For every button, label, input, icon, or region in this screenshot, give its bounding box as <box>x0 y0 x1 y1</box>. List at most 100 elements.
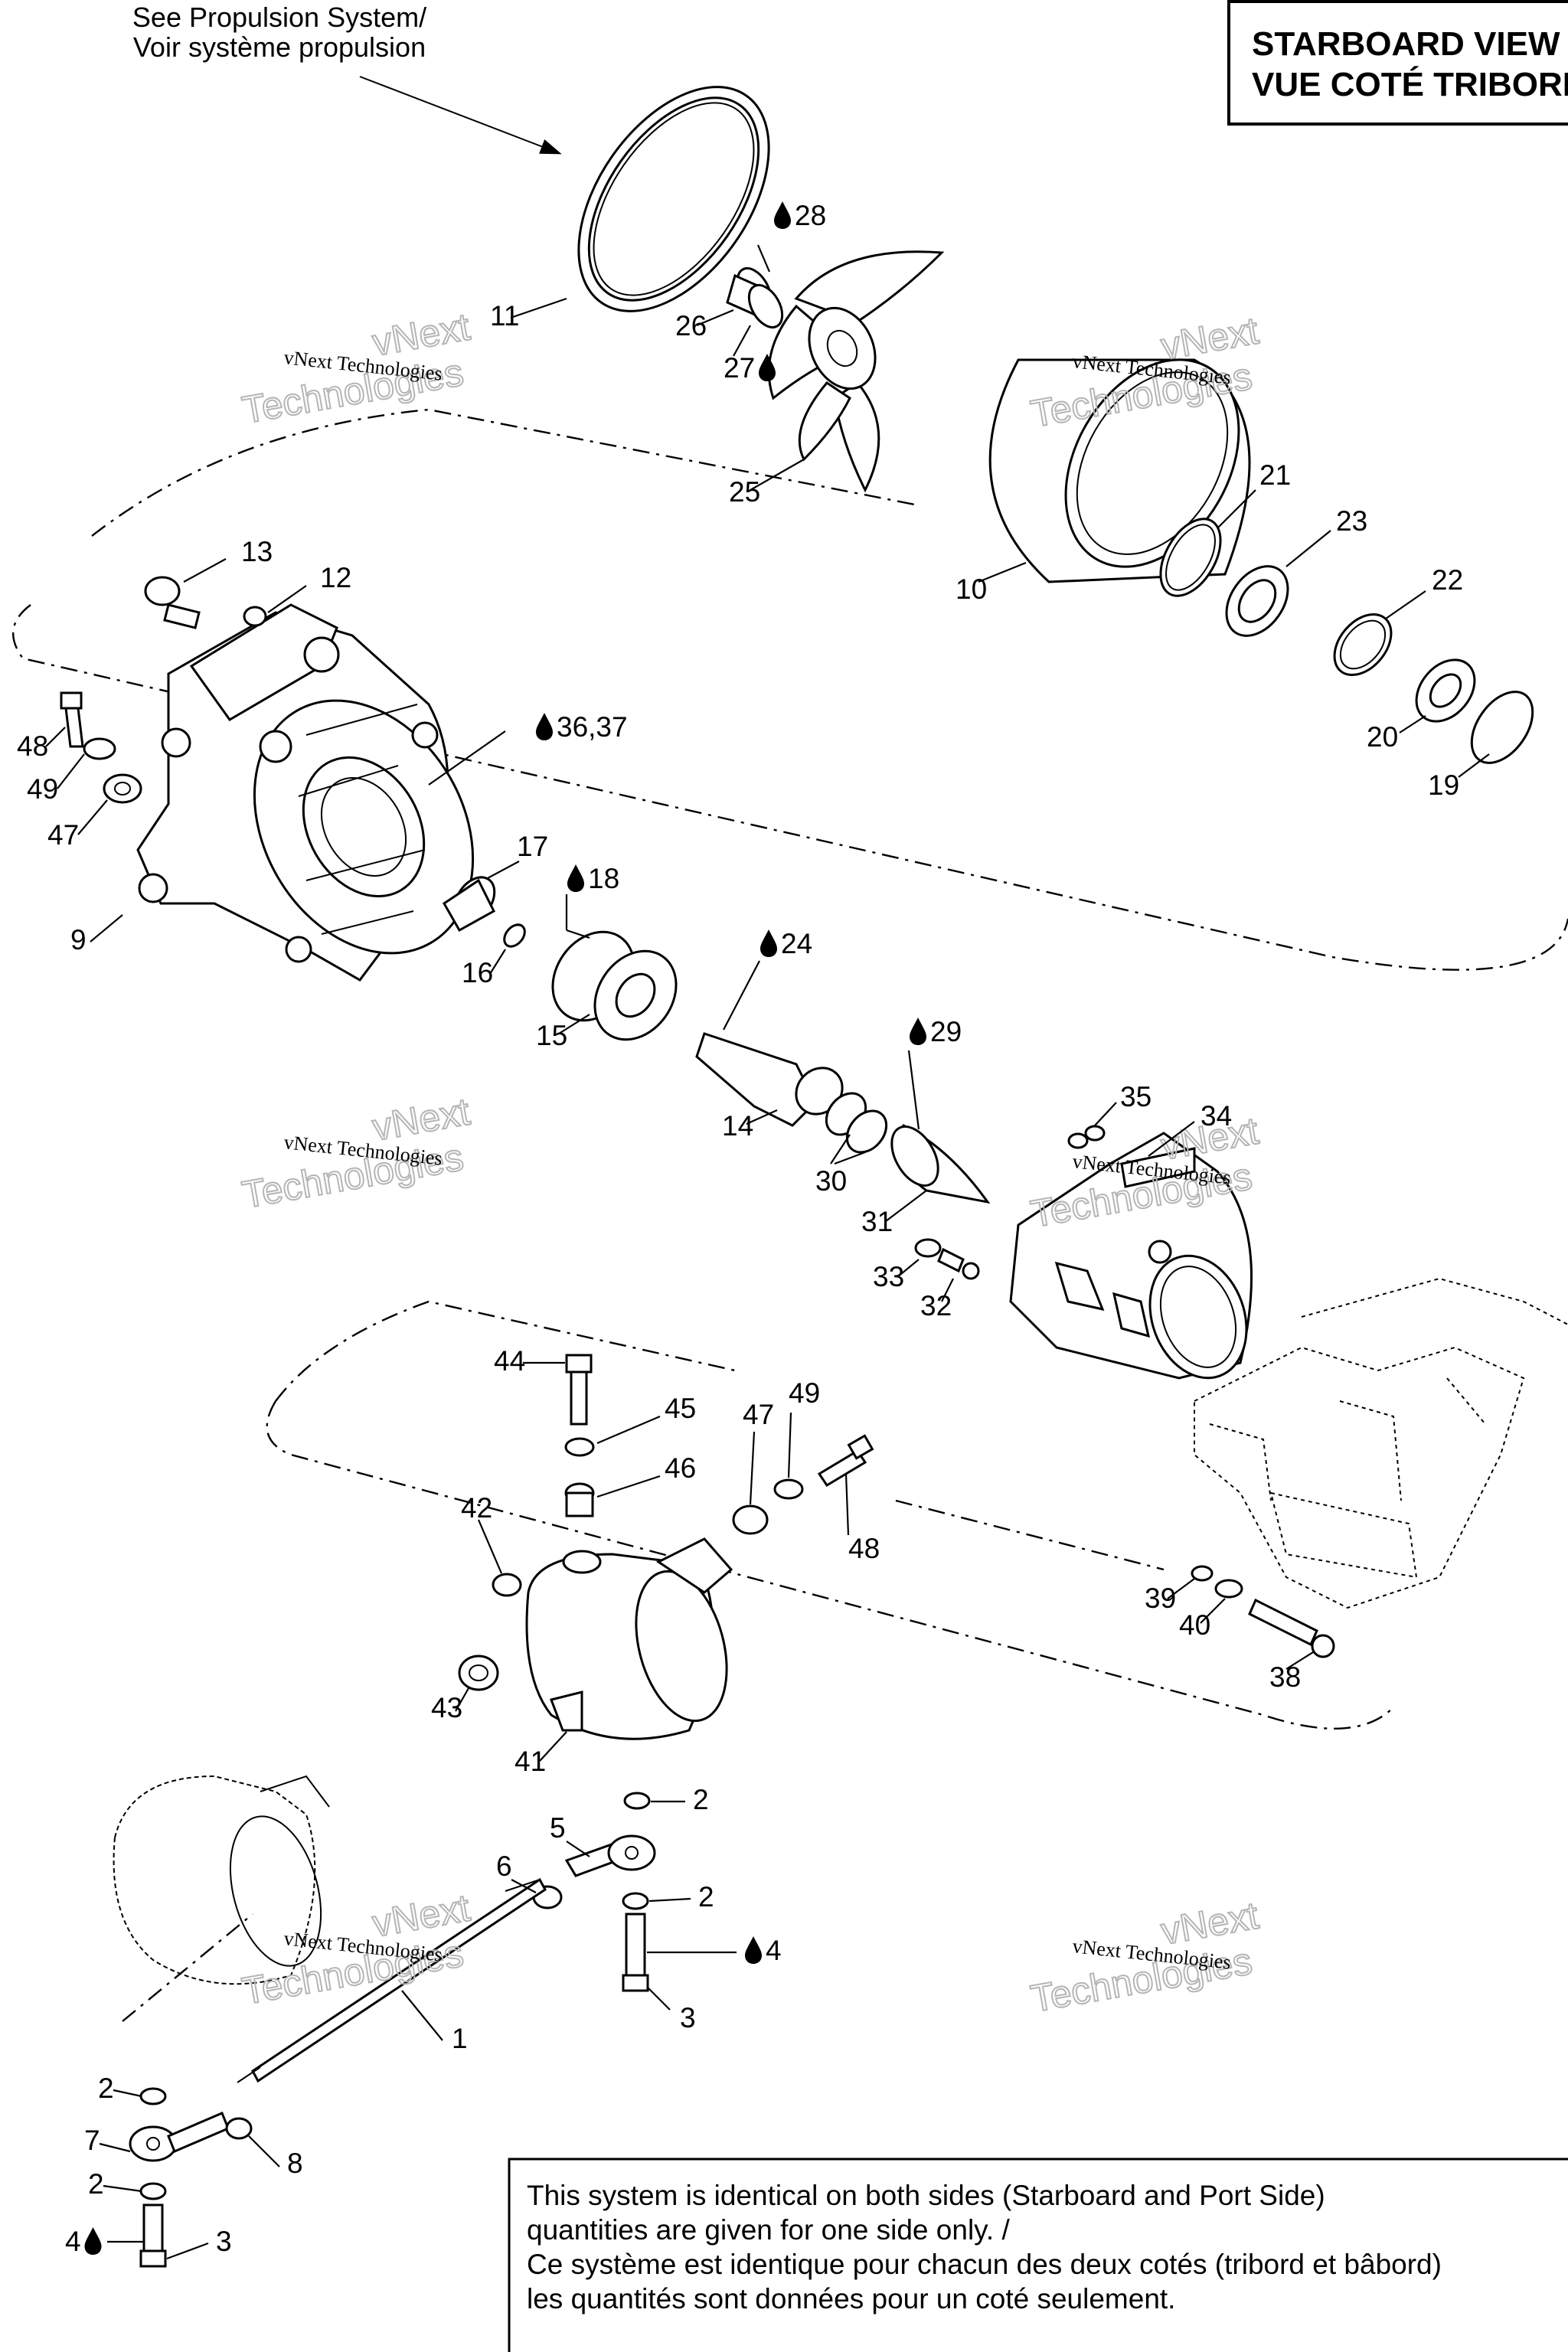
callout-label-26: 26 <box>675 310 707 341</box>
steering-nozzle-41 <box>525 1537 733 1740</box>
callout-label-10: 10 <box>956 573 987 605</box>
callout-label-45: 45 <box>665 1393 696 1424</box>
callout-label-23: 23 <box>1336 505 1367 537</box>
callout-label-44: 44 <box>494 1345 525 1377</box>
screw-32 <box>937 1247 980 1280</box>
callout-label-25: 25 <box>729 476 760 508</box>
callout-label-21: 21 <box>1259 459 1291 491</box>
lubricant-drop-icon <box>760 929 777 957</box>
footer-note-line-3: Ce système est identique pour chacun des… <box>527 2249 1442 2280</box>
reference-note-line-2: Voir système propulsion <box>133 31 426 63</box>
view-title-line-1: STARBOARD VIEW <box>1252 25 1560 63</box>
o-rings-35 <box>1067 1125 1106 1149</box>
lubricant-drop-icon <box>774 201 791 229</box>
ring-22 <box>1333 613 1393 676</box>
washers-39-40 <box>1191 1565 1243 1599</box>
callout-label-48: 48 <box>848 1533 880 1564</box>
nut-8 <box>225 2117 253 2140</box>
lubricant-drop-icon <box>84 2227 102 2255</box>
washer-33 <box>914 1238 942 1258</box>
o-ring-16 <box>503 923 526 948</box>
washer-49-upper <box>83 737 116 760</box>
leader-lines <box>45 244 1490 2260</box>
callout-label-47: 47 <box>743 1399 774 1430</box>
grommet-47-lower <box>732 1504 769 1535</box>
footer-note-line-4: les quantités sont données pour un coté … <box>527 2283 1175 2314</box>
wear-ring-housing <box>988 358 1251 583</box>
bearing-20 <box>1415 658 1476 723</box>
callout-label-3: 3 <box>216 2226 232 2257</box>
callout-label-2: 2 <box>98 2073 114 2104</box>
impeller-sleeve <box>726 267 784 328</box>
callout-label-7: 7 <box>84 2125 100 2156</box>
hull-bracket-outline <box>1194 1277 1568 1609</box>
washer-2-b <box>622 1892 649 1910</box>
callout-label-4: 4 <box>65 2226 81 2257</box>
drive-shaft-14 <box>695 1032 844 1127</box>
callout-label-4: 4 <box>766 1935 782 1966</box>
o-rings-30 <box>825 1092 888 1154</box>
bolt-48-lower <box>817 1434 874 1488</box>
lubricant-drop-icon <box>536 713 553 740</box>
seal-23 <box>1225 565 1289 637</box>
bolt-4-lower <box>139 2203 167 2268</box>
ball-joint-5 <box>564 1834 656 1877</box>
callout-label-42: 42 <box>461 1492 492 1524</box>
callout-label-29: 29 <box>930 1016 962 1047</box>
callout-label-35: 35 <box>1120 1081 1152 1112</box>
bolt-4-upper <box>622 1913 649 1992</box>
bushing-46 <box>564 1482 595 1517</box>
lubricant-drop-icon <box>745 1936 762 1964</box>
callout-label-5: 5 <box>550 1812 566 1844</box>
callout-label-47: 47 <box>47 819 79 851</box>
callout-label-38: 38 <box>1269 1661 1301 1693</box>
callout-label-18: 18 <box>588 863 619 894</box>
bushing-43 <box>458 1655 499 1691</box>
view-title-box: STARBOARD VIEW VUE COTÉ TRIBORD <box>1227 0 1568 126</box>
view-title-line-2: VUE COTÉ TRIBORD <box>1252 65 1568 103</box>
callout-label-15: 15 <box>536 1020 567 1051</box>
impeller <box>767 250 945 493</box>
callout-label-24: 24 <box>781 928 812 959</box>
bolt-48-upper <box>60 691 84 748</box>
callout-label-14: 14 <box>722 1110 753 1142</box>
callout-label-49: 49 <box>789 1377 820 1409</box>
grommet-47-upper <box>103 773 142 804</box>
callout-label-46: 46 <box>665 1452 696 1484</box>
callout-label-2: 2 <box>693 1784 709 1815</box>
callout-label-33: 33 <box>873 1261 904 1292</box>
footer-note-line-1: This system is identical on both sides (… <box>527 2180 1325 2211</box>
callout-label-28: 28 <box>795 200 826 231</box>
footer-note-line-2: quantities are given for one side only. … <box>527 2214 1010 2246</box>
wear-ring-seal <box>577 86 770 312</box>
pump-housing <box>136 603 475 982</box>
callout-label-34: 34 <box>1200 1100 1232 1132</box>
washer-49-lower <box>773 1478 804 1500</box>
propulsion-reference-note: See Propulsion System/ Voir système prop… <box>132 2 426 63</box>
callout-label-39: 39 <box>1145 1583 1176 1614</box>
callout-label-49: 49 <box>27 773 58 805</box>
callout-label-41: 41 <box>514 1746 546 1777</box>
callout-label-40: 40 <box>1179 1609 1210 1641</box>
callout-label-2: 2 <box>698 1881 714 1913</box>
lubricant-drop-icon <box>910 1018 926 1045</box>
washer-45 <box>564 1437 595 1457</box>
callout-label-32: 32 <box>920 1290 952 1321</box>
callout-label-27: 27 <box>724 352 755 384</box>
bolt-38 <box>1248 1598 1335 1658</box>
reference-note-line-1: See Propulsion System/ <box>132 2 426 33</box>
callout-label-8: 8 <box>287 2148 303 2179</box>
drain-plug-13 <box>144 576 201 629</box>
cone-31 <box>890 1124 991 1204</box>
washer-2-c <box>139 2087 167 2105</box>
callout-label-17: 17 <box>517 831 548 862</box>
ball-bearing-15 <box>551 930 678 1041</box>
nut-42 <box>492 1573 522 1597</box>
callout-label-19: 19 <box>1428 769 1459 801</box>
callout-label-1: 1 <box>452 2023 468 2054</box>
